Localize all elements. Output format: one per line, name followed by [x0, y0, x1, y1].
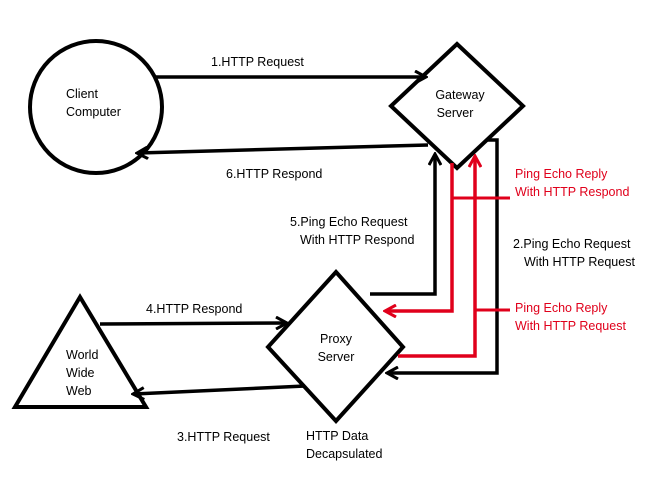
edge-2-label-line2: With HTTP Request [524, 255, 635, 269]
edge-3-http-request [134, 384, 306, 394]
client-label-line2: Computer [66, 105, 121, 119]
edge-6-http-respond [138, 143, 429, 153]
www-label-line1: World [66, 348, 99, 362]
proxy-label-line1: Proxy [320, 332, 352, 346]
edge-2-label-line1: 2.Ping Echo Request [513, 237, 631, 251]
edge-ping-echo-reply-respond [386, 163, 454, 311]
reply-request-label-line2: With HTTP Request [515, 319, 626, 333]
client-computer-node [28, 39, 164, 175]
decapsulated-annotation-line2: Decapsulated [306, 447, 383, 461]
gateway-label-line1: Gateway [435, 88, 485, 102]
edge-4-label: 4.HTTP Respond [146, 302, 243, 316]
www-label-line3: Web [66, 384, 92, 398]
edge-1-label: 1.HTTP Request [211, 55, 304, 69]
edge-5-label-line1: 5.Ping Echo Request [290, 215, 408, 229]
edge-5-ping-echo-request [370, 155, 435, 296]
decapsulated-annotation-line1: HTTP Data [306, 429, 369, 443]
edge-ping-echo-reply-request [398, 157, 475, 358]
proxy-server-node [265, 269, 406, 424]
edge-2-ping-echo-request [388, 138, 499, 373]
edge-3-label: 3.HTTP Request [177, 430, 270, 444]
proxy-label-line2: Server [317, 350, 355, 364]
reply-respond-label-line2: With HTTP Respond [515, 185, 630, 199]
reply-request-label-line1: Ping Echo Reply [515, 301, 608, 315]
www-label-line2: Wide [66, 366, 95, 380]
edge-4-http-respond [99, 323, 286, 324]
client-label-line1: Client [66, 87, 98, 101]
world-wide-web-node [11, 293, 150, 409]
edge-5-label-line2: With HTTP Respond [300, 233, 415, 247]
reply-respond-label-line1: Ping Echo Reply [515, 167, 608, 181]
gateway-label-line2: Server [436, 106, 474, 120]
edge-6-label: 6.HTTP Respond [226, 167, 323, 181]
